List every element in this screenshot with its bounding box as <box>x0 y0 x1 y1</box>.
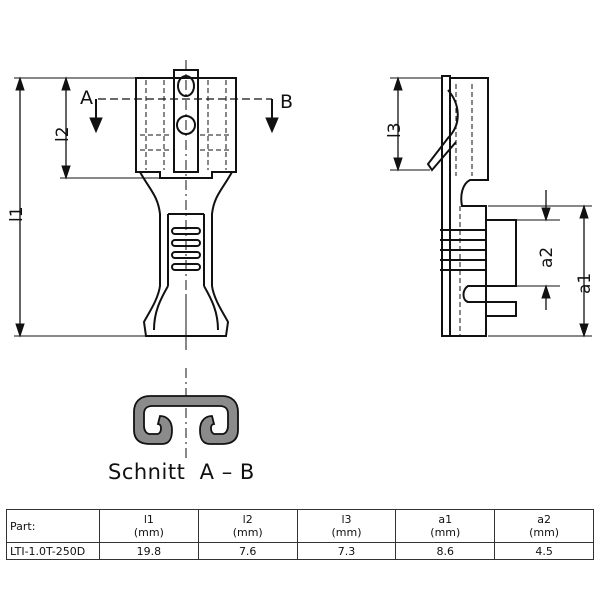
section-mark-b: B <box>280 91 293 113</box>
dim-label-l2: l2 <box>53 126 73 142</box>
table-header-row: Part: l1(mm) l2(mm) l3(mm) a1(mm) a2(mm) <box>6 509 594 543</box>
table-row: LTI-1.0T-250D 19.8 7.6 7.3 8.6 4.5 <box>6 542 594 560</box>
dimension-a2 <box>488 190 560 310</box>
section-caption: Schnitt A – B <box>108 460 255 484</box>
table-header-a1: a1(mm) <box>395 509 496 543</box>
table-cell-l2: 7.6 <box>197 542 298 560</box>
dimension-a1 <box>488 204 592 338</box>
table-cell-a2: 4.5 <box>494 542 594 560</box>
table-header-l3: l3(mm) <box>296 509 397 543</box>
dimension-l3 <box>390 76 442 172</box>
specification-table: Part: l1(mm) l2(mm) l3(mm) a1(mm) a2(mm)… <box>6 509 594 560</box>
section-mark-a: A <box>80 87 93 109</box>
dim-label-l1: l1 <box>7 206 27 222</box>
table-header-l2: l2(mm) <box>197 509 298 543</box>
table-header-a2: a2(mm) <box>494 509 594 543</box>
table-header-part: Part: <box>6 509 100 543</box>
front-view <box>135 60 237 352</box>
dim-label-a1: a1 <box>575 273 595 294</box>
section-view <box>133 368 239 460</box>
table-cell-part: LTI-1.0T-250D <box>6 542 100 560</box>
table-cell-l1: 19.8 <box>99 542 199 560</box>
side-view <box>426 75 517 337</box>
dimension-l1 <box>14 76 146 338</box>
terminal-drawing: A B l1 l2 <box>7 60 595 484</box>
table-cell-l3: 7.3 <box>296 542 397 560</box>
dimension-l2 <box>60 76 160 180</box>
dim-label-a2: a2 <box>537 247 557 268</box>
section-line <box>89 98 279 134</box>
table-cell-a1: 8.6 <box>395 542 496 560</box>
table-header-l1: l1(mm) <box>99 509 199 543</box>
dim-label-l3: l3 <box>385 122 405 138</box>
